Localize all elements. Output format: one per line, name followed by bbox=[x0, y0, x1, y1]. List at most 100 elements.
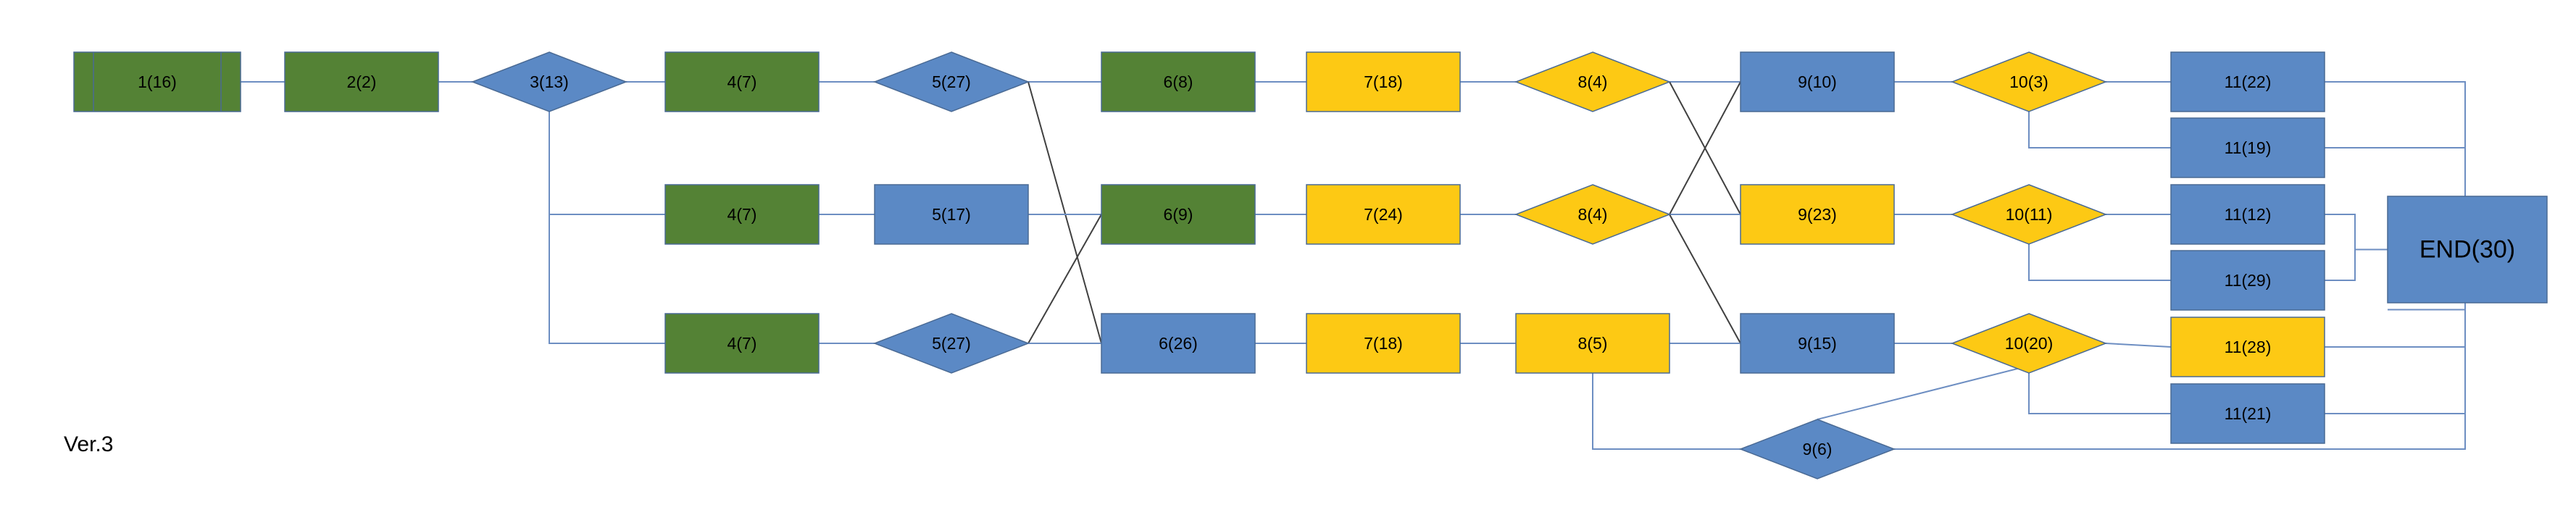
process-box bbox=[1101, 51, 1256, 112]
decision-diamond bbox=[1514, 184, 1672, 245]
node-n1[interactable]: 1(16) bbox=[73, 51, 241, 112]
node-label: 1(16) bbox=[138, 72, 177, 91]
node-n11f[interactable]: 11(21) bbox=[2170, 383, 2325, 444]
node-n11d[interactable]: 11(29) bbox=[2170, 250, 2325, 311]
node-n9b[interactable]: 9(23) bbox=[1740, 184, 1895, 245]
node-n5c[interactable]: 5(27) bbox=[872, 313, 1030, 374]
process-box bbox=[874, 184, 1029, 245]
end-box bbox=[2387, 196, 2548, 303]
node-label: 7(18) bbox=[1364, 334, 1403, 353]
node-n7a[interactable]: 7(18) bbox=[1306, 51, 1461, 112]
node-label: 11(22) bbox=[2225, 72, 2272, 91]
node-label: END(30) bbox=[2419, 236, 2515, 264]
node-end[interactable]: END(30) bbox=[2387, 196, 2548, 303]
node-n9c[interactable]: 9(15) bbox=[1740, 313, 1895, 374]
node-n9d[interactable]: 9(6) bbox=[1738, 419, 1896, 480]
process-box bbox=[2170, 250, 2325, 311]
decision-diamond bbox=[1514, 51, 1672, 112]
process-box bbox=[2170, 51, 2325, 112]
node-n10c[interactable]: 10(20) bbox=[1950, 313, 2108, 374]
node-n8b[interactable]: 8(4) bbox=[1514, 184, 1672, 245]
edge-n10c-to-n11f bbox=[2028, 373, 2171, 414]
node-n6b[interactable]: 6(9) bbox=[1101, 184, 1256, 245]
process-box bbox=[2170, 317, 2325, 377]
process-box bbox=[664, 313, 820, 374]
edge-n9d-to-end bbox=[1894, 309, 2466, 450]
node-label: 6(9) bbox=[1164, 205, 1193, 224]
node-label: 5(27) bbox=[932, 72, 971, 91]
edge-n3-to-n4c bbox=[549, 112, 665, 344]
version-label: Ver.3 bbox=[64, 432, 114, 456]
node-label: 9(10) bbox=[1798, 72, 1837, 91]
node-label: 11(21) bbox=[2225, 404, 2272, 423]
node-n9a[interactable]: 9(10) bbox=[1740, 51, 1895, 112]
edge-n5c-to-n6b bbox=[1028, 214, 1102, 344]
edge-n8c-to-n9d bbox=[1592, 373, 1741, 450]
edge-n11c-to-end bbox=[2325, 214, 2388, 251]
node-label: 9(6) bbox=[1803, 440, 1833, 459]
node-layer: 1(16) 2(2) 3(13) 4(7) 4(7) 4(7) 5(27) 5(17) 5(27… bbox=[73, 51, 2548, 480]
node-label: 6(8) bbox=[1164, 72, 1193, 91]
node-label: 11(28) bbox=[2225, 338, 2272, 356]
node-label: 3(13) bbox=[530, 72, 569, 91]
node-label: 5(27) bbox=[932, 334, 971, 353]
node-n4a[interactable]: 4(7) bbox=[664, 51, 820, 112]
node-label: 7(18) bbox=[1364, 72, 1403, 91]
node-label: 11(19) bbox=[2225, 138, 2272, 157]
edge-n10b-to-n11d bbox=[2028, 244, 2171, 281]
node-label: 5(17) bbox=[932, 205, 971, 224]
node-n4b[interactable]: 4(7) bbox=[664, 184, 820, 245]
process-box bbox=[664, 184, 820, 245]
edge-layer bbox=[241, 81, 2466, 450]
process-box bbox=[1306, 313, 1461, 374]
node-label: 11(29) bbox=[2225, 271, 2272, 290]
edge-n5a-to-n6c bbox=[1028, 81, 1102, 344]
node-n5a[interactable]: 5(27) bbox=[872, 51, 1030, 112]
node-label: 4(7) bbox=[728, 334, 757, 353]
node-label: 10(3) bbox=[2009, 72, 2048, 91]
node-n11a[interactable]: 11(22) bbox=[2170, 51, 2325, 112]
node-label: 7(24) bbox=[1364, 205, 1403, 224]
node-label: 9(23) bbox=[1798, 205, 1837, 224]
node-label: 11(12) bbox=[2225, 205, 2272, 224]
process-box bbox=[2170, 184, 2325, 245]
process-box bbox=[73, 51, 241, 112]
node-n7b[interactable]: 7(24) bbox=[1306, 184, 1461, 245]
decision-diamond bbox=[872, 313, 1030, 374]
decision-diamond bbox=[1950, 313, 2108, 374]
edge-n8b-to-n9a bbox=[1669, 81, 1741, 215]
decision-diamond bbox=[872, 51, 1030, 112]
node-n6c[interactable]: 6(26) bbox=[1101, 313, 1256, 374]
node-n10a[interactable]: 10(3) bbox=[1950, 51, 2108, 112]
node-n11b[interactable]: 11(19) bbox=[2170, 117, 2325, 178]
edge-n11d-to-end bbox=[2325, 248, 2388, 281]
node-n8c[interactable]: 8(5) bbox=[1515, 313, 1670, 374]
node-n10b[interactable]: 10(11) bbox=[1950, 184, 2108, 245]
process-box bbox=[1306, 51, 1461, 112]
node-n11c[interactable]: 11(12) bbox=[2170, 184, 2325, 245]
node-n6a[interactable]: 6(8) bbox=[1101, 51, 1256, 112]
node-n7c[interactable]: 7(18) bbox=[1306, 313, 1461, 374]
edge-n10a-to-n11b bbox=[2028, 112, 2171, 148]
node-n11e[interactable]: 11(28) bbox=[2170, 317, 2325, 377]
process-box bbox=[1101, 313, 1256, 374]
decision-diamond bbox=[1738, 419, 1896, 480]
node-n8a[interactable]: 8(4) bbox=[1514, 51, 1672, 112]
process-box bbox=[2170, 383, 2325, 444]
process-box bbox=[2170, 117, 2325, 178]
node-n3[interactable]: 3(13) bbox=[470, 51, 628, 112]
node-label: 8(4) bbox=[1578, 205, 1608, 224]
node-n5b[interactable]: 5(17) bbox=[874, 184, 1029, 245]
edge-n10c-to-n11e bbox=[2105, 343, 2172, 348]
node-label: 10(20) bbox=[2005, 334, 2053, 353]
process-box bbox=[1740, 313, 1895, 374]
edge-n9d-to-n10c bbox=[1817, 365, 2030, 420]
node-label: 6(26) bbox=[1159, 334, 1198, 353]
process-box bbox=[1740, 51, 1895, 112]
process-box bbox=[1515, 313, 1670, 374]
node-n2[interactable]: 2(2) bbox=[284, 51, 439, 112]
node-label: 4(7) bbox=[728, 205, 757, 224]
node-n4c[interactable]: 4(7) bbox=[664, 313, 820, 374]
